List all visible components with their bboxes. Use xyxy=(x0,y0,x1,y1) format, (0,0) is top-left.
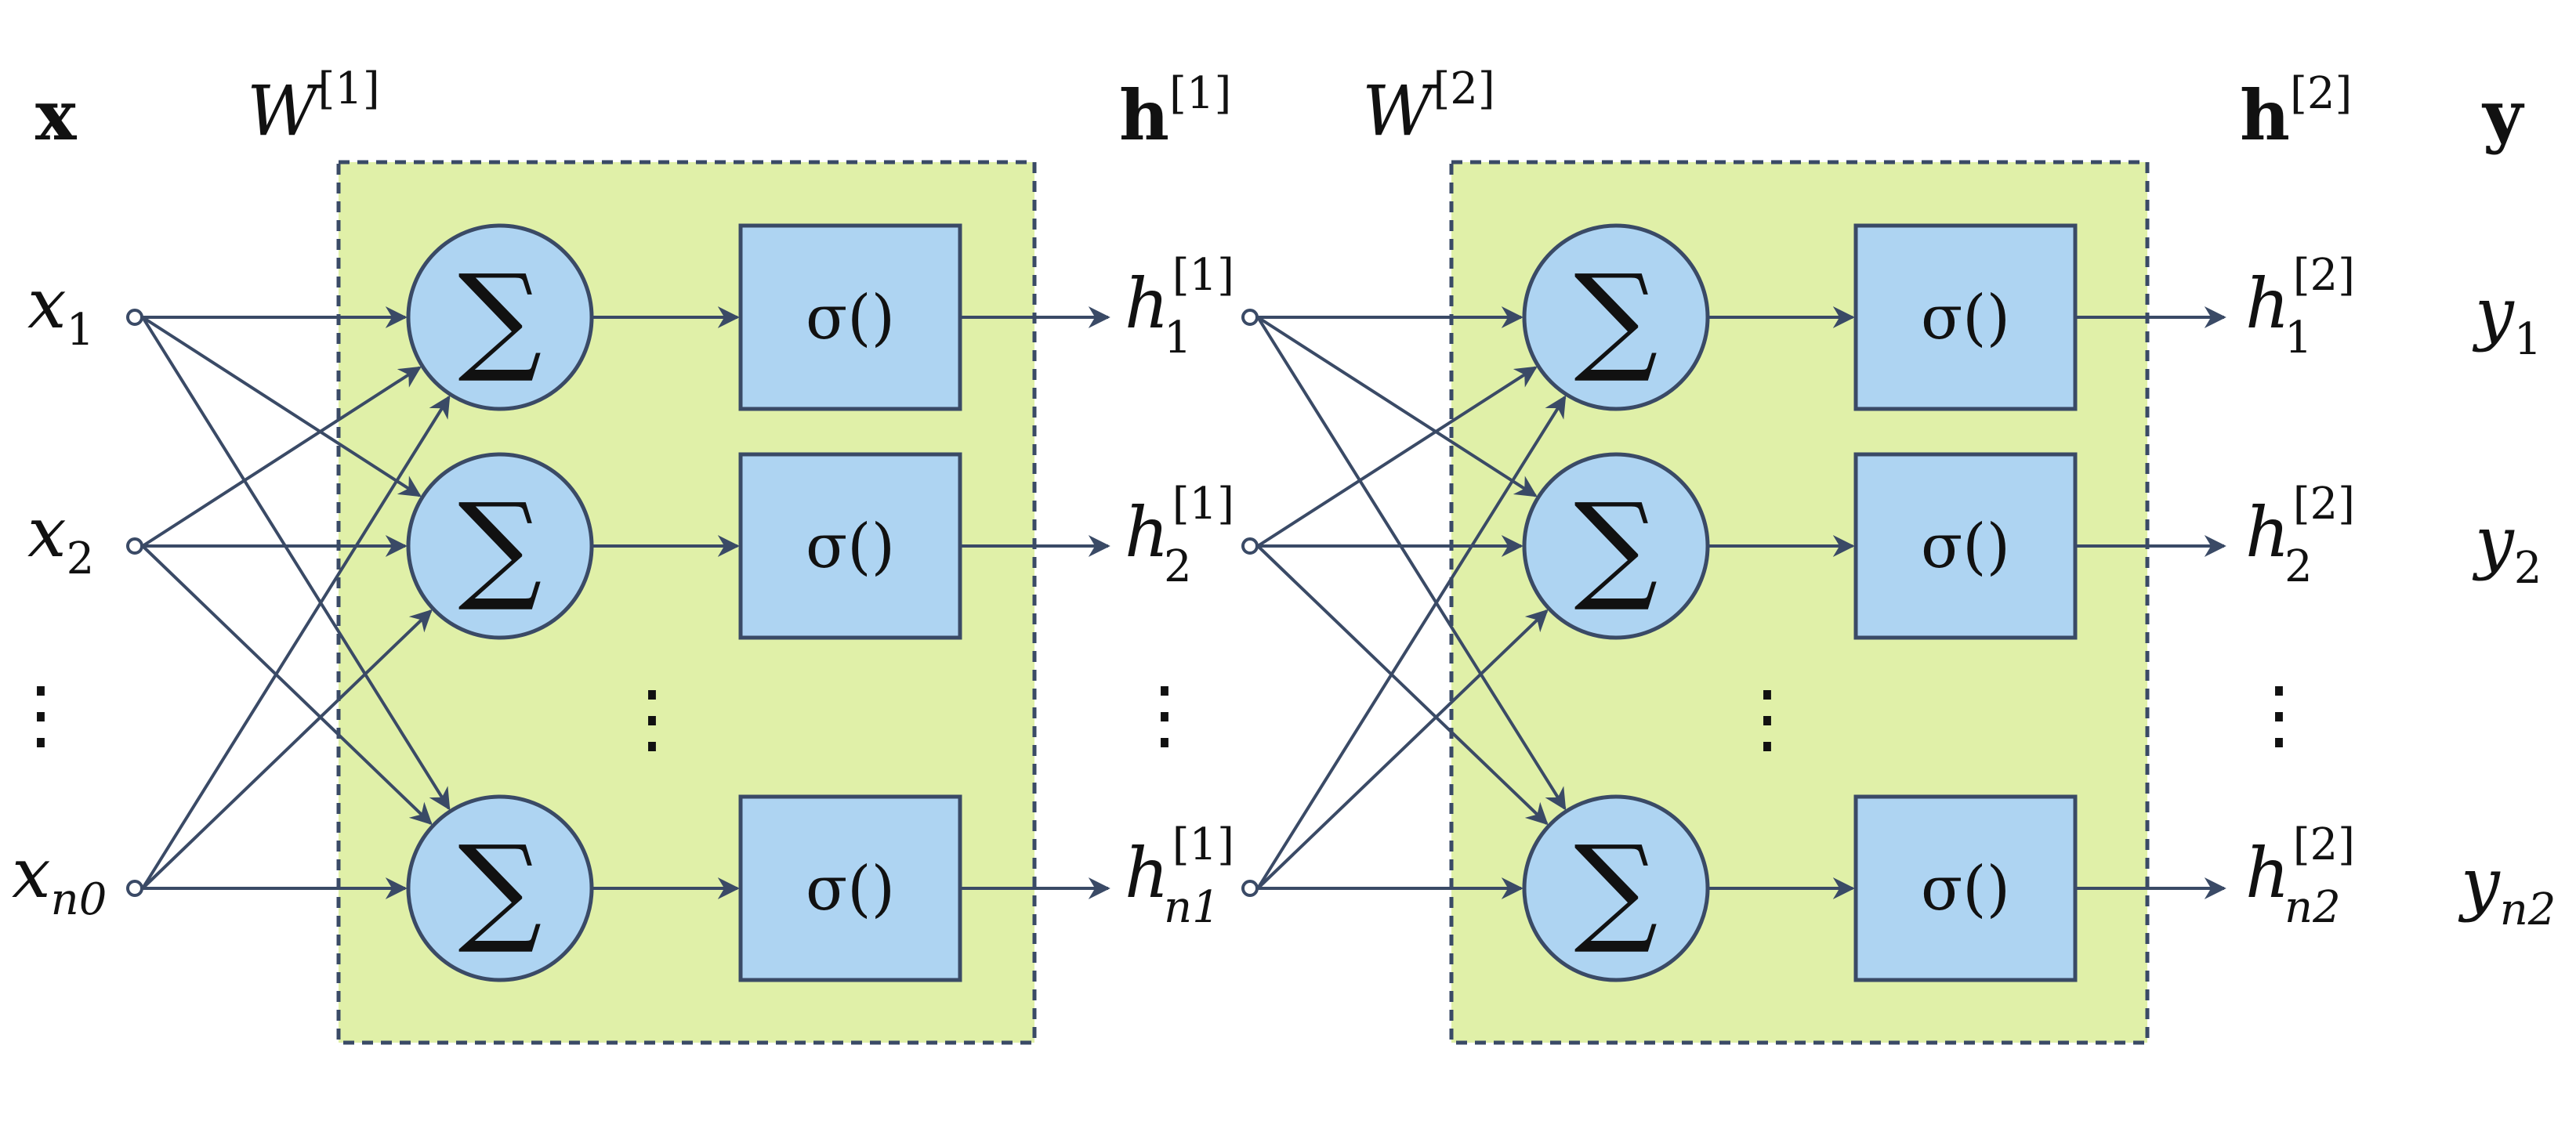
layer-1-activation-label: σ() xyxy=(806,854,895,924)
layer-2-output-hn2-label: h[2]n2 xyxy=(2245,819,2355,933)
layer-2-activation-label: σ() xyxy=(1921,512,2010,582)
layer-2-activation-box xyxy=(1853,452,2078,640)
layer-2-output-h1-label: h[2]1 xyxy=(2245,250,2355,363)
layer-2-weight-edge xyxy=(1256,366,1538,548)
layer-1-activation-box xyxy=(738,223,962,411)
layer-1-activation-label: σ() xyxy=(806,283,895,353)
layer-2-weight-label: W[2] xyxy=(1362,63,1495,151)
layer-1-weight-edge xyxy=(141,609,433,890)
layer-1-sum-symbol: ∑ xyxy=(458,821,542,957)
layer-1-output-hn1-label: h[1]n1 xyxy=(1125,819,1234,933)
layer-1-weight-edge xyxy=(141,316,451,811)
layer-2-weight-edge xyxy=(1256,609,1549,890)
input-x2-label: x2 xyxy=(27,492,94,584)
layer-2-output-ellipsis: ⋮ xyxy=(2241,671,2317,758)
layer-2-sum-node xyxy=(1522,794,1710,982)
layer-1-activation-box xyxy=(738,794,962,982)
network-nodes: ∑ σ() ∑ σ() ∑ σ() ∑ σ() ∑ σ() ∑ σ() xyxy=(126,223,2078,982)
layer-1-sum-node xyxy=(406,452,594,640)
input-xn0-label: xn0 xyxy=(12,833,107,925)
layer-1-output-h2-label: h[1]2 xyxy=(1125,479,1234,592)
layer-2-activation-box xyxy=(1853,794,2078,982)
layer-2-weight-edge xyxy=(1256,316,1538,497)
layer-2-weight-edge xyxy=(1256,544,1549,826)
layer-2-source-dot xyxy=(1241,880,1259,897)
layer-1-activation-box xyxy=(738,452,962,640)
layer-1-weight-edge xyxy=(141,395,451,890)
layer-1-sum-symbol: ∑ xyxy=(458,479,542,615)
layer-2-sum-symbol: ∑ xyxy=(1574,821,1658,957)
layer-2-output-h2-label: h[2]2 xyxy=(2245,479,2355,592)
layer-2-source-dot xyxy=(1241,537,1259,555)
input-vector-label: x xyxy=(35,74,78,156)
layer-2-weight-edge xyxy=(1256,316,1567,811)
layer-2-sum-symbol: ∑ xyxy=(1574,250,1658,386)
connection-arrows xyxy=(141,306,2226,899)
layer-1-sum-symbol: ∑ xyxy=(458,250,542,386)
layer-1-output-h1-label: h[1]1 xyxy=(1125,250,1234,363)
layer-1-activation-label: σ() xyxy=(806,512,895,582)
output-y1-label: y1 xyxy=(2472,273,2542,365)
layer-1-weight-label: W[1] xyxy=(247,63,380,151)
output-yn2-label: yn2 xyxy=(2458,843,2556,935)
input-x1-label: x1 xyxy=(27,263,94,356)
layer-1-source-dot xyxy=(126,537,143,555)
layer-2-activation-label: σ() xyxy=(1921,283,2010,353)
layer-2-activation-label: σ() xyxy=(1921,854,2010,924)
layer-1-source-dot xyxy=(126,880,143,897)
layer-2-source-dot xyxy=(1241,309,1259,326)
layer-1-output-label: h[1] xyxy=(1119,68,1231,156)
layer-2-output-label: h[2] xyxy=(2240,68,2352,156)
layer-1-weight-edge xyxy=(141,316,422,497)
layer-1-sum-node xyxy=(406,223,594,411)
input-ellipsis: ⋮ xyxy=(3,671,78,758)
layer-1-weight-edge xyxy=(141,544,433,826)
layer-2-sum-node xyxy=(1522,223,1710,411)
layer-1-sum-node xyxy=(406,794,594,982)
layer-2-sum-node xyxy=(1522,452,1710,640)
layer-1-output-ellipsis: ⋮ xyxy=(1127,671,1202,758)
layer-1-source-dot xyxy=(126,309,143,326)
layer-2-weight-edge xyxy=(1256,395,1567,890)
layer-2-ellipsis: ⋮ xyxy=(1730,674,1805,762)
layer-2-sum-symbol: ∑ xyxy=(1574,479,1658,615)
output-y2-label: y2 xyxy=(2472,501,2542,594)
output-vector-label: y xyxy=(2481,74,2525,156)
layer-1-ellipsis: ⋮ xyxy=(614,674,690,762)
layer-1-weight-edge xyxy=(141,366,422,548)
layer-2-activation-box xyxy=(1853,223,2078,411)
